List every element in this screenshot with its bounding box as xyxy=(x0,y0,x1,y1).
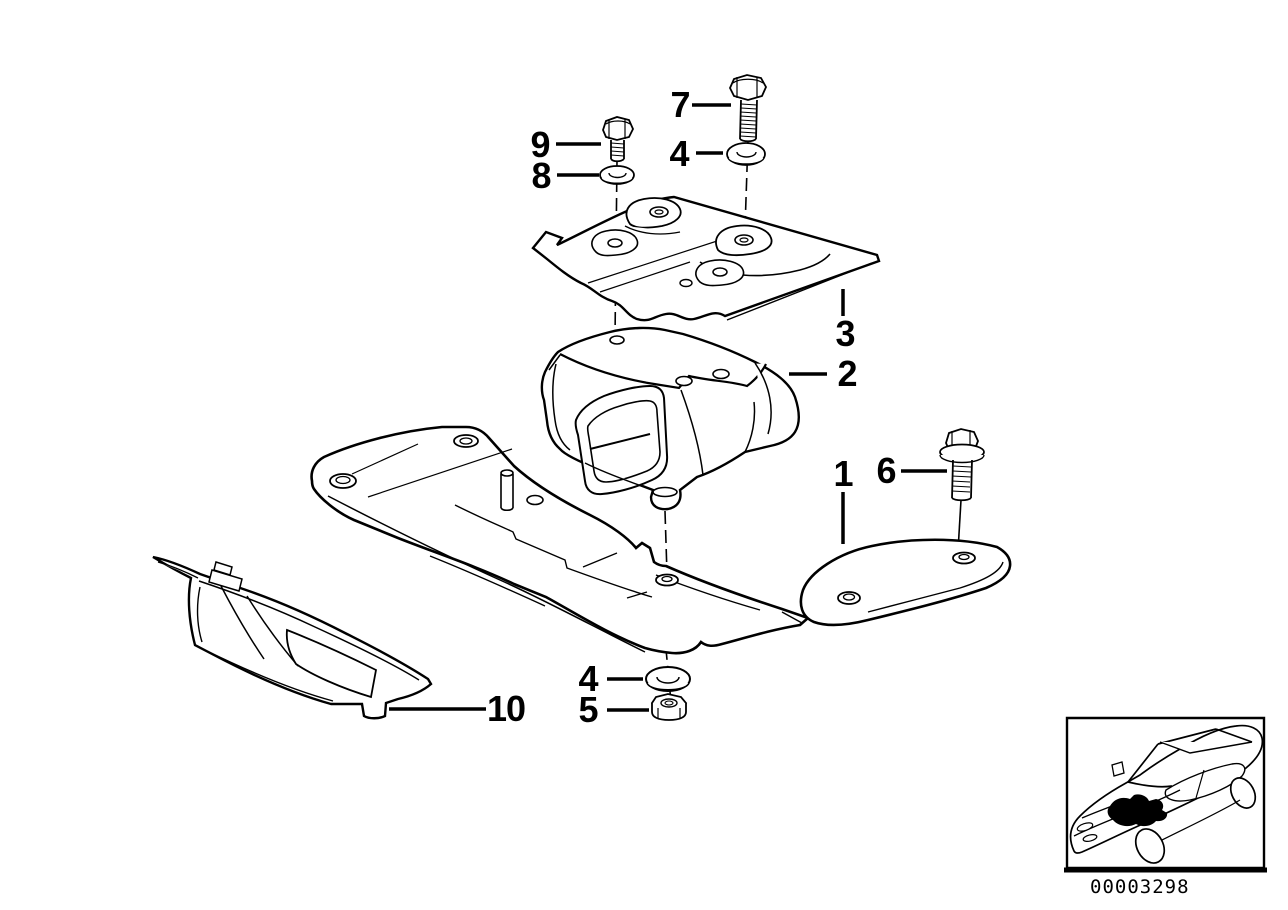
mount-left-flange xyxy=(549,355,570,450)
callout-2[interactable]: 2 xyxy=(837,353,857,394)
mount-right-folds xyxy=(745,363,771,452)
washer8-inner xyxy=(609,173,626,178)
car-icon xyxy=(1071,726,1263,868)
mount-stud-axis-line xyxy=(665,511,667,574)
fastener-nut-5 xyxy=(652,694,686,720)
plate-relief2-hole xyxy=(713,268,727,276)
mount-top-hole-right xyxy=(713,370,729,379)
part-crossmember xyxy=(312,427,1011,653)
plate-small-hole xyxy=(680,280,692,287)
car-windshield-base xyxy=(1128,782,1172,787)
mount-top-ridge xyxy=(560,354,766,388)
plate-relief1-hole xyxy=(608,239,622,247)
mount-brace-line xyxy=(590,434,650,449)
plate-ridge-line2 xyxy=(600,262,690,292)
wing-ridge-line2 xyxy=(352,444,418,474)
wing-ridge-line xyxy=(368,449,512,497)
car-b-pillar xyxy=(1196,770,1204,798)
car-rear-wheel xyxy=(1226,774,1260,813)
vehicle-thumbnail-box xyxy=(1064,718,1267,870)
fastener-bolt-6 xyxy=(940,429,984,500)
washer4a-inner xyxy=(737,152,756,157)
car-mirror xyxy=(1112,762,1124,776)
callout-8[interactable]: 8 xyxy=(531,155,551,196)
crossmember-lip-line2 xyxy=(430,556,545,606)
fastener-bolt-9 xyxy=(603,117,633,161)
plate-outline xyxy=(533,197,879,320)
fastener-washer-4-top xyxy=(727,143,765,165)
crossmember-lip-line xyxy=(328,496,645,652)
part-location-marker xyxy=(1107,794,1168,827)
crossmember-outline xyxy=(312,427,808,653)
bolt6-threads xyxy=(952,466,971,492)
callout-3[interactable]: 3 xyxy=(835,313,855,354)
crossmember-right-wing xyxy=(801,540,1010,625)
plate-thickness-edge xyxy=(727,263,872,320)
mount-bottom-inner xyxy=(585,463,653,490)
callout-4-bottom[interactable]: 4 xyxy=(578,658,598,699)
car-headlight xyxy=(1076,821,1093,833)
part-rubber-mount xyxy=(542,328,799,509)
right-wing-thickness-line xyxy=(868,562,1003,612)
heatshield-inner-left xyxy=(198,587,202,642)
car-side-glass xyxy=(1165,764,1244,801)
car-grille xyxy=(1082,833,1097,842)
mount-corner-edge xyxy=(681,390,703,475)
callout-10[interactable]: 10 xyxy=(486,688,526,729)
fastener-bolt-7 xyxy=(730,75,766,141)
heatshield-tip-line xyxy=(158,562,198,578)
drawing-number: 00003298 xyxy=(1090,876,1190,898)
car-roof-lines xyxy=(1128,729,1252,782)
callout-5[interactable]: 5 xyxy=(578,689,598,730)
part-support-plate xyxy=(533,197,879,320)
bolt9-threads xyxy=(611,143,624,156)
part-heat-shield xyxy=(153,557,431,718)
car-sill-line xyxy=(1162,800,1240,840)
mount-stud-foot xyxy=(653,488,677,497)
callout-4-top[interactable]: 4 xyxy=(669,133,689,174)
beam-surface-marks xyxy=(583,553,647,598)
bolt6-shank xyxy=(952,460,972,500)
heatshield-opening xyxy=(287,630,376,697)
fastener-washer-8 xyxy=(600,166,634,184)
car-rear-window xyxy=(1160,742,1252,753)
callout-9[interactable]: 9 xyxy=(530,124,550,165)
bolt7-threads xyxy=(740,104,757,137)
callout-7[interactable]: 7 xyxy=(670,84,690,125)
washer4b-inner xyxy=(657,677,679,683)
heatshield-tab xyxy=(209,562,242,591)
crossmember-pin xyxy=(501,474,513,508)
car-front-wheel xyxy=(1130,824,1170,868)
mount-top-hole-mid xyxy=(676,377,692,386)
heatshield-bottom-inner xyxy=(207,651,333,701)
mount-top-hole-left xyxy=(610,336,624,344)
leader-lines xyxy=(389,105,947,710)
beam-small-oval xyxy=(527,496,543,505)
fastener-washer-4-bottom xyxy=(646,667,690,691)
bolt9-axis-line xyxy=(615,160,617,338)
beam-channel-line xyxy=(455,505,652,597)
arm-wing-shadow xyxy=(782,612,802,623)
callout-1[interactable]: 1 xyxy=(833,453,853,494)
bolt9-shank xyxy=(611,140,624,161)
nut5-body xyxy=(652,703,686,720)
callout-6[interactable]: 6 xyxy=(876,450,896,491)
